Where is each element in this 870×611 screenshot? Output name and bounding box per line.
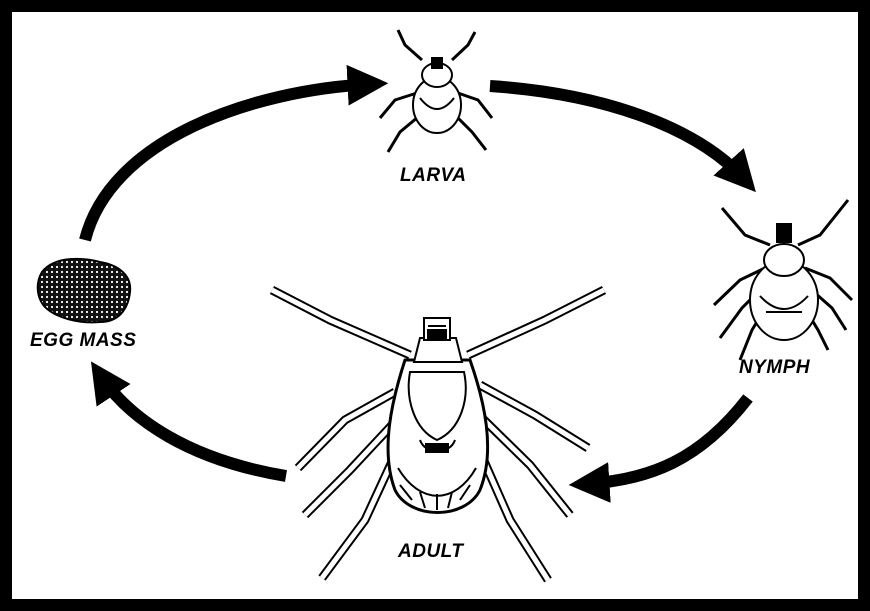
egg-mass-icon <box>38 259 130 322</box>
larva-tick-icon <box>380 30 492 152</box>
arrow-adult-to-egg <box>100 375 286 476</box>
label-egg-mass: EGG MASS <box>30 330 136 352</box>
label-nymph: NYMPH <box>739 357 810 379</box>
label-larva: LARVA <box>400 165 467 187</box>
label-adult: ADULT <box>398 541 463 563</box>
adult-tick-icon <box>272 290 604 580</box>
arrow-nymph-to-adult <box>585 398 748 484</box>
arrow-egg-to-larva <box>85 84 372 240</box>
nymph-tick-icon <box>714 200 852 360</box>
arrow-larva-to-nymph <box>490 86 745 180</box>
